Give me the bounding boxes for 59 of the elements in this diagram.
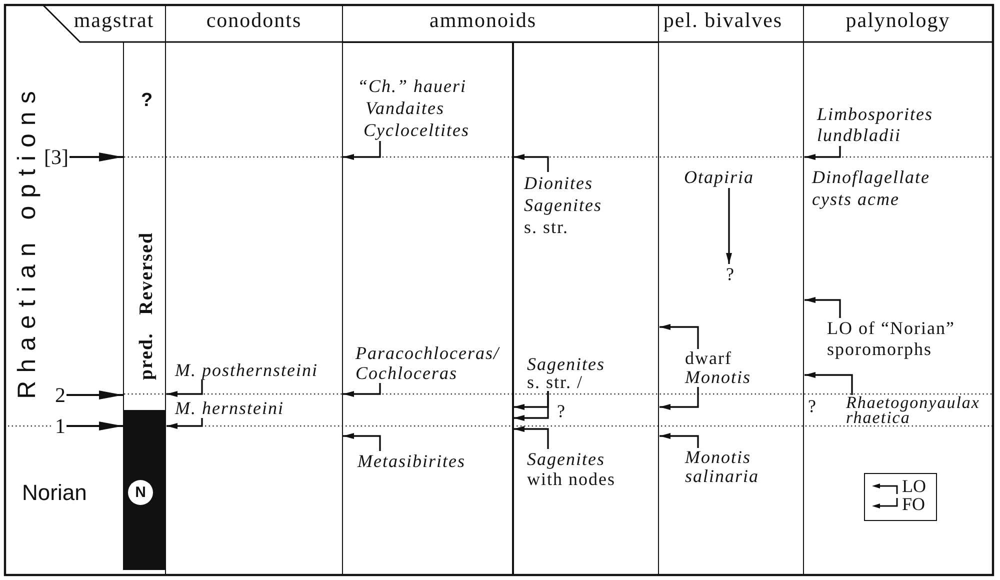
option-number: [3] (44, 145, 68, 169)
taxon-name: Otapiria (684, 166, 754, 188)
table-column (342, 5, 658, 575)
occurrence-arrow (166, 418, 203, 429)
event-label: LO of “Norian” sporomorphs (827, 318, 956, 360)
column-header: pel. bivalves (663, 7, 783, 33)
column-header: palynology (846, 7, 950, 33)
arrow (726, 188, 732, 264)
polarity-circle (128, 480, 153, 505)
pointer-arrow (70, 152, 123, 162)
table-column (342, 42, 514, 575)
pointer-arrow (66, 422, 123, 430)
occurrence-arrow (514, 391, 549, 421)
question-mark: ? (557, 401, 566, 421)
taxon-name: Dionites (524, 172, 593, 194)
taxon-name: Limbosporites lundbladii (817, 104, 934, 146)
question-mark: ? (141, 90, 153, 112)
taxon-name: Paracochloceras/ Cochloceras (356, 343, 500, 383)
occurrence-arrow (804, 372, 853, 395)
option-number: 2 (55, 383, 66, 407)
taxon-name: Cycloceltites (364, 119, 470, 141)
taxon-name: M. hernsteini (175, 398, 284, 418)
legend-label: LO (902, 477, 926, 495)
taxon-name: Dinoflagellate cysts acme (812, 166, 931, 210)
occurrence-arrow (660, 324, 699, 349)
table-column (512, 42, 658, 575)
occurrence-arrow (660, 387, 699, 410)
occurrence-arrow (343, 383, 381, 397)
occurrence-arrow (343, 433, 381, 451)
question-mark: ? (726, 264, 735, 284)
question-mark: ? (808, 396, 817, 416)
occurrence-arrow (514, 154, 549, 172)
taxon-name: Sagenites s. str. (524, 194, 603, 238)
polarity-label: pred. Reversed (136, 232, 158, 380)
taxon-name: dwarf Monotis (685, 349, 752, 387)
taxon-name: Sagenites s. str. / (527, 355, 606, 391)
polarity-label: N (135, 484, 146, 500)
column-header: conodonts (206, 7, 302, 33)
taxon-name: Metasibirites (358, 451, 466, 472)
occurrence-arrow (660, 433, 699, 448)
occurrence-arrow (166, 380, 203, 397)
occurrence-arrow (343, 141, 381, 160)
pointer-arrow (66, 390, 123, 400)
occurrence-arrow (804, 297, 841, 318)
stage-label: Norian (22, 480, 87, 506)
taxon-name: M. posthernsteini (175, 360, 318, 380)
occurrence-arrow (804, 146, 841, 160)
normal-polarity-bar (123, 410, 166, 570)
occurrence-arrow (514, 426, 549, 449)
option-number: 1 (55, 414, 66, 438)
taxon-name: Rhaetogonyaulax rhaetica (846, 395, 981, 425)
taxon-name: Monotis salinaria (685, 448, 760, 486)
stage-label: Rhaetian options (13, 83, 41, 399)
taxon-name: “Ch.” haueri (358, 75, 467, 97)
legend-label: FO (902, 495, 926, 513)
column-header: magstrat (74, 7, 154, 33)
column-header: ammonoids (430, 7, 536, 33)
taxon-name: Vandaites (366, 97, 444, 119)
taxon-name: Sagenites with nodes (527, 449, 616, 489)
